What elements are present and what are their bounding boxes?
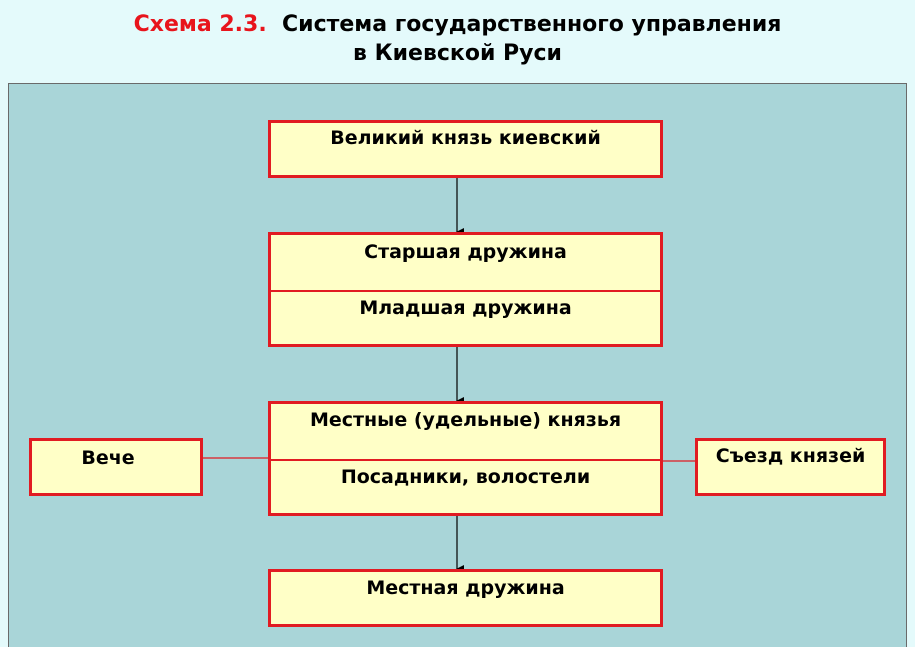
retinue-box: Старшая дружина Младшая дружина xyxy=(268,232,663,347)
grand-prince-label: Великий князь киевский xyxy=(330,127,601,149)
veche-box: Вече xyxy=(29,438,203,496)
title-line-1: Система государственного управления xyxy=(282,12,782,37)
congress-label: Съезд князей xyxy=(715,445,866,467)
retinue-divider xyxy=(271,290,660,292)
title-line-2: в Киевской Руси xyxy=(353,41,562,66)
scheme-label: Схема 2.3. xyxy=(133,12,267,37)
posadniki-label: Посадники, волостели xyxy=(340,466,591,488)
local-power-box: Местные (удельные) князья Посадники, вол… xyxy=(268,401,663,516)
junior-retinue-label: Младшая дружина xyxy=(359,297,572,319)
local-retinue-label: Местная дружина xyxy=(366,577,565,599)
local-princes-label: Местные (удельные) князья xyxy=(309,409,622,431)
local-retinue-box: Местная дружина xyxy=(268,569,663,627)
local-power-divider xyxy=(271,459,660,461)
diagram-title: Схема 2.3. Система государственного упра… xyxy=(0,10,915,68)
grand-prince-box: Великий князь киевский xyxy=(268,120,663,178)
congress-box: Съезд князей xyxy=(695,438,886,496)
veche-label: Вече xyxy=(81,447,135,469)
senior-retinue-label: Старшая дружина xyxy=(364,241,567,263)
